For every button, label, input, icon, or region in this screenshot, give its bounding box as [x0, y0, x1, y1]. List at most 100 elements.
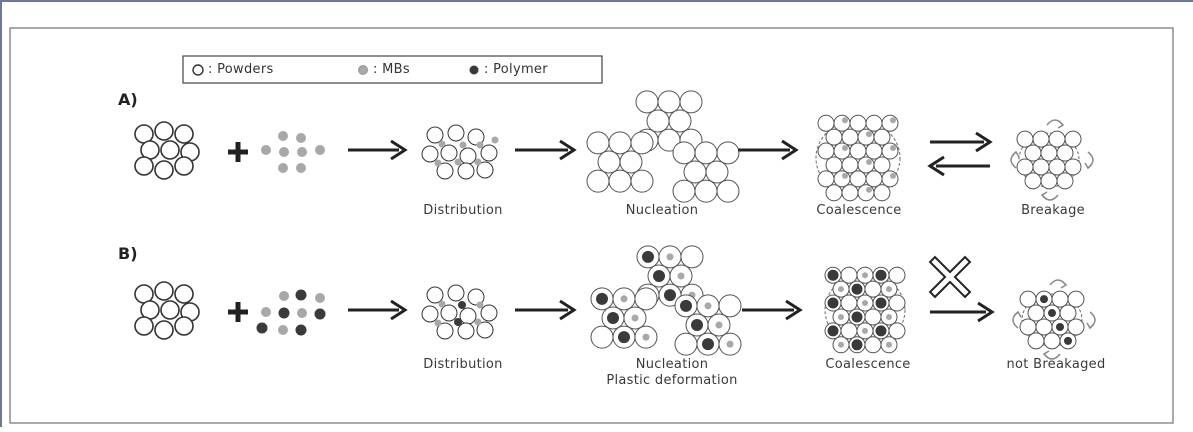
arrow-right-icon	[390, 139, 408, 161]
mb-particle	[704, 302, 712, 310]
panel-a-step-breakage: Breakage	[1021, 203, 1085, 218]
cluster-powder-particle	[1040, 172, 1058, 190]
cluster-powder-particle	[672, 179, 696, 203]
cluster-powder-particle	[865, 142, 883, 160]
mb-particle	[476, 141, 484, 149]
curved-arrow-icon	[1013, 310, 1022, 318]
polymer-particle	[653, 270, 665, 282]
panel-b-step-distribution: Distribution	[423, 357, 503, 372]
mb-particle	[631, 314, 639, 322]
powder-particle	[457, 162, 475, 180]
cluster-powder-particle	[840, 266, 858, 284]
cluster-powder-particle	[841, 128, 859, 146]
polymer-particle	[827, 269, 839, 281]
cluster-powder-particle	[825, 128, 843, 146]
legend-powders-label: : Powders	[208, 62, 274, 77]
cluster-powder-particle	[634, 287, 658, 311]
cluster-powder-particle	[590, 325, 614, 349]
cluster-powder-particle	[881, 142, 899, 160]
polymer-particle	[314, 308, 326, 320]
curved-arrow-icon	[1084, 162, 1093, 170]
cluster-powder-particle	[630, 169, 654, 193]
cluster-powder-particle	[881, 114, 899, 132]
powder-particle	[457, 322, 475, 340]
powder-particle	[421, 305, 439, 323]
cluster-powder-particle	[1035, 318, 1053, 336]
panel-a-step-distribution: Distribution	[423, 203, 503, 218]
cluster-powder-particle	[619, 150, 643, 174]
polymer-particle	[295, 289, 307, 301]
mb-particle	[438, 140, 446, 148]
powder-particle	[467, 128, 485, 146]
legend-polymer-text: Polymer	[493, 62, 548, 77]
mb-particle	[862, 300, 868, 307]
mb-particle	[315, 293, 325, 303]
powder-particle	[436, 162, 454, 180]
legend-polymer-icon	[469, 65, 479, 75]
legend-mb-icon	[358, 65, 368, 75]
polymer-particle	[702, 338, 714, 351]
powder-particle	[476, 161, 494, 179]
mb-particle	[838, 286, 844, 293]
mb-particle	[476, 301, 484, 309]
polymer-particle	[875, 269, 887, 281]
cluster-powder-particle	[716, 179, 740, 203]
panel-b-label: B)	[118, 244, 138, 263]
cluster-powder-particle	[1016, 158, 1034, 176]
cluster-powder-particle	[825, 156, 843, 174]
mb-particle	[886, 313, 892, 320]
powder-particle	[174, 316, 194, 336]
mb-particle	[866, 158, 872, 165]
cluster-powder-particle	[873, 156, 891, 174]
powder-particle	[459, 307, 477, 325]
cluster-powder-particle	[694, 179, 718, 203]
cluster-powder-particle	[849, 142, 867, 160]
cluster-powder-particle	[718, 294, 742, 318]
mb-particle	[278, 163, 288, 173]
polymer-particle	[596, 292, 608, 305]
cluster-powder-particle	[1048, 130, 1066, 148]
cluster-powder-particle	[864, 308, 882, 326]
cluster-powder-particle	[1024, 172, 1042, 190]
polymer-particle	[875, 325, 887, 337]
mb-particle	[677, 272, 685, 280]
panel-b-step-nucleation: Nucleation	[635, 357, 709, 372]
mb-particle	[454, 158, 462, 166]
mb-particle	[886, 286, 892, 293]
mb-particle	[838, 341, 844, 348]
cluster-powder-particle	[888, 322, 906, 340]
cluster-powder-particle	[1064, 158, 1082, 176]
panel-frame	[9, 27, 1174, 424]
powder-particle	[426, 286, 444, 304]
cluster-powder-particle	[825, 184, 843, 202]
cluster-powder-particle	[1059, 304, 1077, 322]
mb-particle	[491, 136, 499, 144]
cluster-powder-particle	[873, 128, 891, 146]
mb-particle	[278, 325, 288, 335]
cluster-powder-particle	[1027, 304, 1045, 322]
mb-particle	[890, 117, 896, 124]
legend-mbs-sep: :	[373, 62, 378, 77]
polymer-particle	[1064, 336, 1072, 345]
mb-particle	[890, 145, 896, 152]
powder-particle	[154, 160, 174, 180]
powder-particle	[160, 140, 180, 160]
coalescence-outline	[815, 119, 901, 197]
cluster-powder-particle	[840, 322, 858, 340]
mb-particle	[862, 327, 868, 334]
cluster-powder-particle	[586, 169, 610, 193]
cluster-powder-particle	[857, 128, 875, 146]
cluster-powder-particle	[888, 266, 906, 284]
cluster-powder-particle	[864, 336, 882, 354]
mb-particle	[842, 117, 848, 124]
cluster-powder-particle	[679, 90, 703, 114]
mb-particle	[279, 291, 289, 301]
polymer-particle	[875, 297, 887, 309]
powder-particle	[154, 320, 174, 340]
polymer-particle	[851, 283, 863, 295]
powder-particle	[134, 316, 154, 336]
cluster-powder-particle	[865, 114, 883, 132]
powder-particle	[476, 321, 494, 339]
curved-arrow-icon	[1011, 150, 1020, 158]
cluster-powder-particle	[817, 114, 835, 132]
